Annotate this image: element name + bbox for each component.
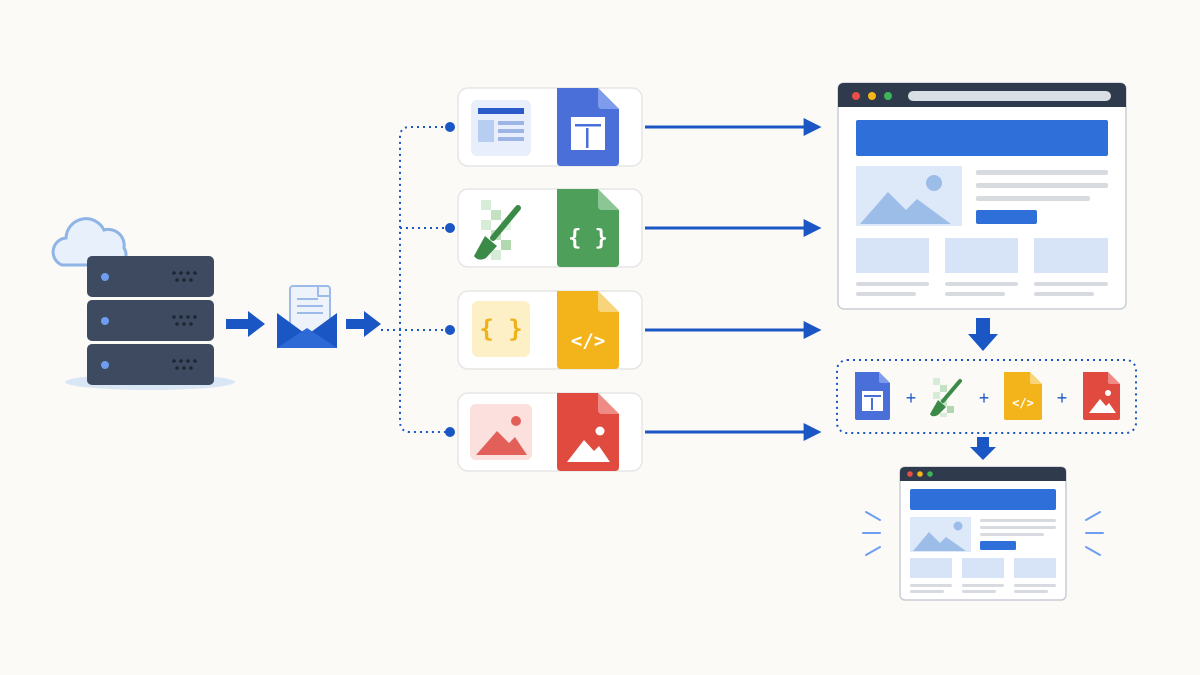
sparkle-lines-right bbox=[1085, 511, 1104, 556]
server-rack-icon bbox=[87, 256, 214, 385]
arrow-bundle-to-final bbox=[970, 437, 996, 460]
server-vents bbox=[172, 271, 197, 370]
image-file-icon bbox=[557, 393, 619, 471]
server-group bbox=[51, 217, 235, 390]
mini-image-file-icon bbox=[1083, 372, 1120, 420]
server-led-2 bbox=[101, 317, 109, 325]
branch-dot-css bbox=[445, 223, 455, 233]
server-led-3 bbox=[101, 361, 109, 369]
combined-resources: + + </> + bbox=[836, 359, 1137, 434]
css-braces-glyph: { } bbox=[568, 226, 608, 251]
browser-tile-1 bbox=[856, 238, 929, 273]
cloud-icon bbox=[51, 217, 128, 267]
browser-maximize-dot bbox=[884, 92, 892, 100]
card-image bbox=[457, 392, 643, 472]
browser-cta-button bbox=[976, 210, 1037, 224]
envelope-document-icon bbox=[277, 285, 337, 348]
server-unit-1 bbox=[87, 256, 214, 297]
plus-sign-1: + bbox=[906, 388, 917, 408]
branch-dots bbox=[445, 122, 455, 437]
browser-header-bar bbox=[856, 120, 1108, 156]
browser-hero-image bbox=[856, 166, 962, 226]
arrow-server-to-envelope bbox=[226, 311, 265, 337]
plus-sign-3: + bbox=[1057, 388, 1068, 408]
branch-connectors bbox=[381, 126, 449, 433]
server-led-1 bbox=[101, 273, 109, 281]
html-layout-icon bbox=[471, 100, 531, 156]
browser-tile-3 bbox=[1034, 238, 1108, 273]
resource-arrows bbox=[645, 118, 822, 441]
final-cta-button bbox=[980, 541, 1016, 550]
sparkle-lines-left bbox=[862, 511, 881, 556]
js-tag-glyph: </> bbox=[571, 330, 605, 352]
js-code-tag-file-icon: </> bbox=[557, 291, 619, 369]
plus-sign-2: + bbox=[979, 388, 990, 408]
browser-tile-2 bbox=[945, 238, 1018, 273]
final-header-bar bbox=[910, 489, 1056, 510]
browser-window-final bbox=[862, 466, 1104, 601]
final-hero-image bbox=[910, 517, 971, 552]
arrow-envelope-to-branches bbox=[346, 311, 381, 337]
browser-close-dot bbox=[852, 92, 860, 100]
js-braces-icon: { } bbox=[472, 301, 530, 357]
image-thumbnail-icon bbox=[470, 404, 532, 460]
server-unit-2 bbox=[87, 300, 214, 341]
browser-window-large bbox=[837, 82, 1127, 310]
card-html bbox=[457, 87, 643, 167]
branch-dot-html bbox=[445, 122, 455, 132]
server-unit-3 bbox=[87, 344, 214, 385]
paint-brush-icon bbox=[474, 200, 521, 260]
branch-dot-js bbox=[445, 325, 455, 335]
mini-js-file-icon: </> bbox=[1004, 372, 1042, 420]
mini-paint-brush-icon bbox=[930, 378, 962, 417]
browser-minimize-dot bbox=[868, 92, 876, 100]
card-js: { } </> bbox=[457, 290, 643, 370]
branch-dot-image bbox=[445, 427, 455, 437]
card-css: { } bbox=[457, 188, 643, 268]
arrow-browser-to-bundle bbox=[968, 318, 998, 351]
css-curly-braces-file-icon: { } bbox=[557, 189, 619, 267]
mini-js-tag-glyph: </> bbox=[1012, 396, 1034, 410]
js-braces-glyph: { } bbox=[479, 315, 522, 343]
browser-address-bar bbox=[908, 91, 1111, 101]
html-layout-file-icon bbox=[557, 88, 619, 166]
mini-html-file-icon bbox=[855, 372, 890, 420]
